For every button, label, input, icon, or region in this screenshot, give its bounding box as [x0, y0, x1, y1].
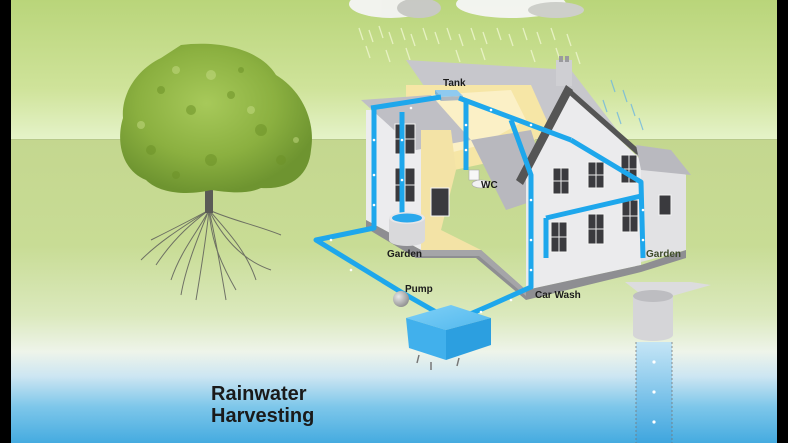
title-line-2: Harvesting [211, 405, 315, 427]
garden-barrel [389, 212, 425, 246]
pump [393, 291, 409, 307]
recharge-well [625, 282, 711, 443]
tank-label: Tank [443, 78, 466, 89]
wc-toilet [468, 169, 491, 189]
storage-tank [406, 305, 491, 370]
tree-roots [140, 190, 282, 301]
pipe-flow-arrows [329, 106, 645, 314]
house [361, 56, 691, 300]
garden-left-label: Garden [387, 249, 423, 260]
rainwater-harvesting-illustration: Tank WC Garden Garden Pump Car Wash Rain… [11, 0, 777, 443]
rain [358, 25, 581, 65]
clouds [349, 0, 584, 18]
garden-right-label: Garden [646, 249, 682, 260]
rain-blue [602, 79, 644, 131]
wc-label: WC [481, 180, 498, 191]
title: Rainwater Harvesting [211, 383, 314, 427]
scene-graphics [120, 0, 711, 443]
tree-canopy [120, 43, 312, 193]
tree-trunk [205, 185, 213, 213]
pump-label: Pump [405, 284, 433, 295]
car-wash-label: Car Wash [535, 290, 581, 301]
title-line-1: Rainwater [211, 383, 307, 405]
